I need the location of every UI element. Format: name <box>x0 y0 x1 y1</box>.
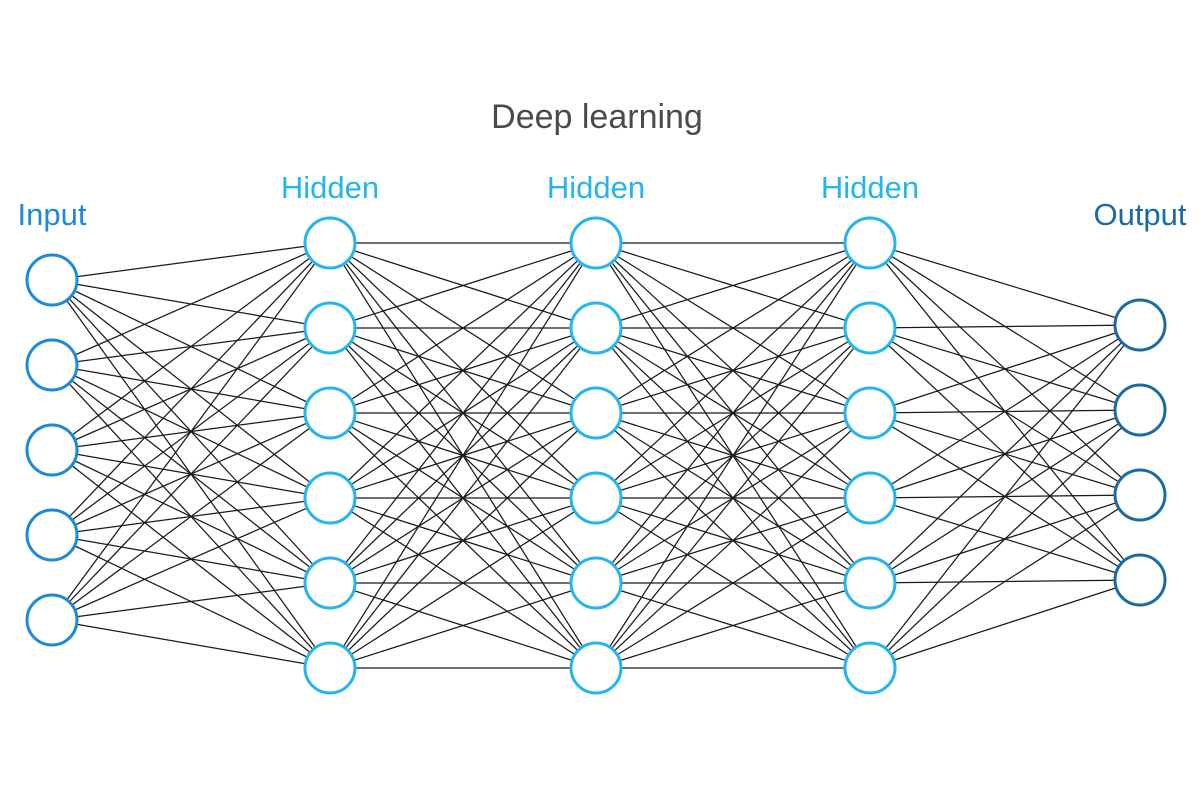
hidden-node <box>303 556 357 610</box>
connection-line <box>595 497 871 669</box>
hidden-layer-label: Hidden <box>821 170 919 205</box>
hidden-node <box>303 471 357 525</box>
connection-line <box>869 579 1141 669</box>
hidden-layer-label: Hidden <box>281 170 379 205</box>
connection-line <box>869 409 1141 669</box>
hidden-node <box>303 301 357 355</box>
diagram-title: Deep learning <box>491 98 703 136</box>
connection-line <box>595 242 871 584</box>
connection-line <box>329 242 597 584</box>
connection-line <box>595 412 871 669</box>
hidden-node <box>303 641 357 695</box>
hidden-node <box>843 386 897 440</box>
connection-line <box>51 242 331 366</box>
connections <box>51 242 1141 669</box>
connection-line <box>51 412 331 621</box>
connection-line <box>869 324 1141 669</box>
connection-line <box>869 324 1141 329</box>
hidden-node <box>569 386 623 440</box>
connection-line <box>51 242 331 281</box>
connection-line <box>595 242 871 499</box>
hidden-node <box>569 301 623 355</box>
connection-line <box>51 242 331 451</box>
input-node <box>25 338 79 392</box>
hidden-node <box>569 556 623 610</box>
output-node <box>1113 553 1167 607</box>
output-layer-label: Output <box>1093 197 1186 232</box>
connection-line <box>329 327 597 669</box>
connection-line <box>595 242 871 669</box>
connection-line <box>329 242 597 499</box>
connection-line <box>51 242 331 621</box>
connection-line <box>595 582 871 669</box>
connection-line <box>329 497 597 669</box>
connection-line <box>51 582 331 621</box>
output-node <box>1113 383 1167 437</box>
hidden-node <box>843 471 897 525</box>
input-node <box>25 253 79 307</box>
connection-line <box>869 324 1141 584</box>
connection-line <box>51 619 331 669</box>
connection-line <box>869 324 1141 499</box>
connection-line <box>329 242 597 669</box>
connection-line <box>51 242 331 536</box>
connection-line <box>51 327 331 621</box>
hidden-node <box>569 471 623 525</box>
output-node <box>1113 298 1167 352</box>
connection-line <box>869 242 1141 326</box>
hidden-node <box>843 216 897 270</box>
output-node <box>1113 468 1167 522</box>
connection-line <box>869 324 1141 414</box>
connection-line <box>329 412 597 669</box>
input-node <box>25 508 79 562</box>
input-node <box>25 593 79 647</box>
input-layer-label: Input <box>18 197 87 232</box>
hidden-layer-label: Hidden <box>547 170 645 205</box>
hidden-node <box>303 386 357 440</box>
connection-line <box>595 242 871 414</box>
connection-line <box>869 494 1141 669</box>
connection-line <box>595 327 871 669</box>
connection-line <box>51 497 331 621</box>
hidden-node <box>569 641 623 695</box>
connection-line <box>329 242 597 329</box>
hidden-node <box>843 556 897 610</box>
connection-line <box>595 242 871 329</box>
hidden-node <box>843 301 897 355</box>
connection-line <box>329 242 597 414</box>
input-node <box>25 423 79 477</box>
hidden-node <box>843 641 897 695</box>
hidden-node <box>569 216 623 270</box>
hidden-node <box>303 216 357 270</box>
connection-line <box>329 582 597 669</box>
neurons <box>25 216 1167 695</box>
